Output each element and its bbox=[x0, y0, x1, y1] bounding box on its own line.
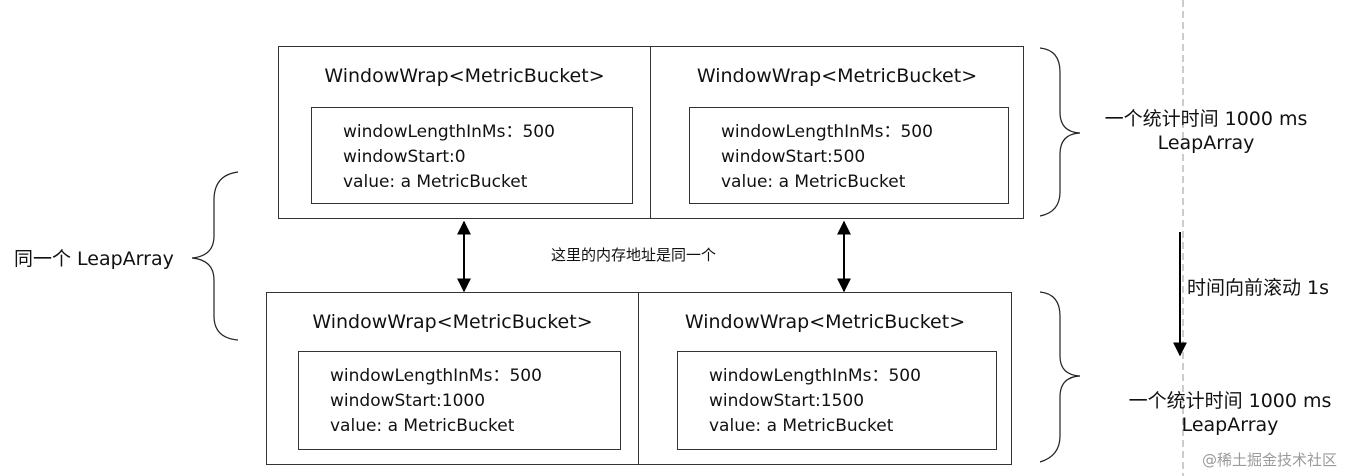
same-address-note: 这里的内存地址是同一个 bbox=[551, 246, 717, 264]
window-length-field: windowLengthInMs：500 bbox=[330, 366, 542, 386]
window-length-field: windowLengthInMs：500 bbox=[721, 122, 933, 142]
value-field: value: a MetricBucket bbox=[330, 416, 515, 436]
bottom-window-wrap-2: WindowWrap<MetricBucket> windowLengthInM… bbox=[638, 292, 1012, 465]
top-window-wrap-1: WindowWrap<MetricBucket> windowLengthInM… bbox=[278, 46, 651, 219]
metric-bucket-box: windowLengthInMs：500 windowStart:1000 va… bbox=[298, 351, 621, 450]
window-start-field: windowStart:1500 bbox=[709, 391, 865, 411]
top-array-duration: 一个统计时间 1000 ms bbox=[1104, 108, 1308, 130]
window-wrap-title: WindowWrap<MetricBucket> bbox=[696, 65, 978, 87]
time-forward-label: 时间向前滚动 1s bbox=[1187, 277, 1330, 299]
top-window-wrap-2: WindowWrap<MetricBucket> windowLengthInM… bbox=[650, 46, 1024, 219]
window-start-field: windowStart:0 bbox=[343, 147, 466, 167]
window-wrap-title: WindowWrap<MetricBucket> bbox=[324, 65, 605, 87]
window-start-field: windowStart:500 bbox=[721, 147, 866, 167]
metric-bucket-box: windowLengthInMs：500 windowStart:0 value… bbox=[311, 107, 633, 204]
top-array-label: 一个统计时间 1000 ms LeapArray bbox=[1086, 107, 1326, 155]
value-field: value: a MetricBucket bbox=[721, 172, 906, 192]
top-array-name: LeapArray bbox=[1157, 132, 1255, 154]
watermark: @稀土掘金技术社区 bbox=[1202, 451, 1338, 469]
same-array-label: 同一个 LeapArray bbox=[14, 248, 174, 270]
window-start-field: windowStart:1000 bbox=[330, 391, 486, 411]
bottom-array-label: 一个统计时间 1000 ms LeapArray bbox=[1110, 389, 1350, 437]
window-wrap-title: WindowWrap<MetricBucket> bbox=[684, 311, 966, 333]
metric-bucket-box: windowLengthInMs：500 windowStart:1500 va… bbox=[677, 351, 997, 450]
metric-bucket-box: windowLengthInMs：500 windowStart:500 val… bbox=[689, 107, 1009, 204]
top-array-brace bbox=[1039, 47, 1081, 217]
window-length-field: windowLengthInMs：500 bbox=[343, 122, 555, 142]
bottom-window-wrap-1: WindowWrap<MetricBucket> windowLengthInM… bbox=[266, 292, 639, 465]
bottom-array-brace bbox=[1039, 291, 1081, 463]
bottom-array-duration: 一个统计时间 1000 ms bbox=[1128, 390, 1332, 412]
same-array-brace bbox=[191, 171, 239, 341]
window-length-field: windowLengthInMs：500 bbox=[709, 366, 921, 386]
value-field: value: a MetricBucket bbox=[343, 172, 528, 192]
value-field: value: a MetricBucket bbox=[709, 416, 894, 436]
window-wrap-title: WindowWrap<MetricBucket> bbox=[312, 311, 593, 333]
bottom-array-name: LeapArray bbox=[1181, 414, 1279, 436]
